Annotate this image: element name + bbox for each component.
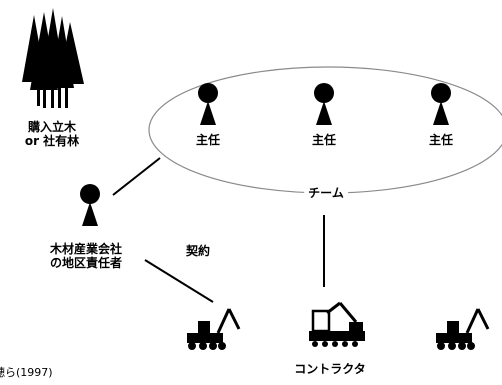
forestry-machine-icon (436, 308, 490, 350)
team-member-role: 主任 (311, 133, 337, 147)
contract-connector (144, 259, 214, 303)
forest-label-line1: 購入立木 (27, 120, 77, 134)
team-member-role: 主任 (195, 133, 221, 147)
forest-label-line2: or 社有林 (24, 134, 80, 148)
manager-team-connector (112, 157, 161, 196)
excavator-icon (309, 301, 365, 347)
citation: 穂ら(1997) (0, 366, 53, 379)
person-icon (80, 184, 100, 226)
manager-label-line1: 木材産業会社 (49, 242, 123, 256)
tree-icon (22, 8, 84, 108)
forestry-machine-icon (187, 308, 241, 350)
team-member-role: 主任 (428, 133, 454, 147)
person-icon (431, 83, 451, 125)
manager-label-line2: の地区責任者 (49, 256, 123, 270)
contractor-label: コントラクタ (294, 362, 366, 376)
contract-label: 契約 (186, 244, 211, 258)
team-label: チーム (304, 186, 348, 200)
person-icon (198, 83, 218, 125)
person-icon (314, 83, 334, 125)
